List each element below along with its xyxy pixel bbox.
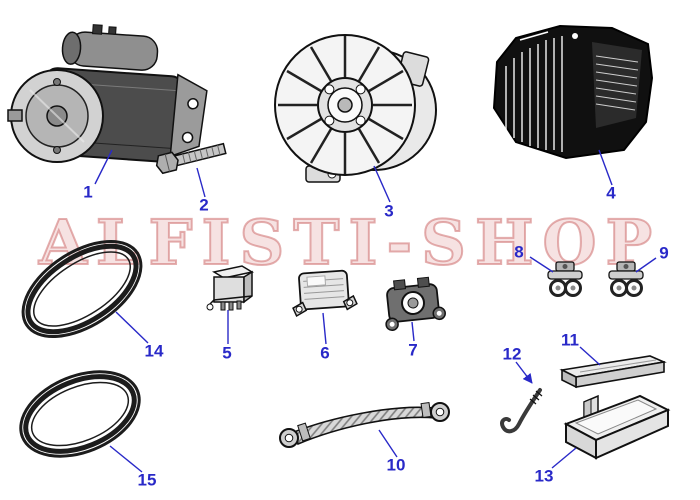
callout-9[interactable]: 9 — [659, 243, 669, 263]
bolt-illustration[interactable] — [154, 140, 227, 175]
ground-strap-illustration[interactable] — [279, 401, 450, 448]
callout-1[interactable]: 1 — [83, 182, 93, 202]
callout-15[interactable]: 15 — [137, 470, 157, 490]
starter-motor-illustration[interactable] — [7, 22, 211, 165]
callout-12[interactable]: 12 — [502, 344, 522, 364]
callout-8[interactable]: 8 — [514, 242, 524, 262]
v-belt-2-illustration[interactable] — [8, 356, 151, 473]
callout-2[interactable]: 2 — [199, 195, 209, 215]
callout-6[interactable]: 6 — [320, 343, 330, 363]
relay-illustration[interactable] — [206, 265, 255, 311]
battery-tray-illustration[interactable] — [563, 394, 671, 460]
callout-10[interactable]: 10 — [386, 455, 406, 475]
callout-14[interactable]: 14 — [144, 341, 164, 361]
callout-3[interactable]: 3 — [384, 201, 394, 221]
rod-illustration[interactable] — [500, 388, 543, 434]
hold-down-frame-illustration[interactable] — [559, 355, 667, 389]
callout-11[interactable]: 11 — [561, 330, 579, 350]
callout-4[interactable]: 4 — [606, 183, 616, 203]
callout-5[interactable]: 5 — [222, 343, 232, 363]
regulator-brush-holder-illustration[interactable] — [382, 276, 447, 332]
voltage-regulator-illustration[interactable] — [291, 269, 358, 318]
callout-13[interactable]: 13 — [534, 466, 554, 486]
clamp-left-illustration[interactable] — [546, 260, 584, 297]
alternator-fan-illustration[interactable] — [274, 34, 437, 183]
clamp-right-illustration[interactable] — [607, 260, 645, 297]
callout-leader-lines — [94, 149, 657, 473]
callout-7[interactable]: 7 — [408, 340, 418, 360]
alternator-illustration[interactable] — [492, 24, 654, 160]
v-belt-illustration[interactable] — [6, 222, 157, 356]
